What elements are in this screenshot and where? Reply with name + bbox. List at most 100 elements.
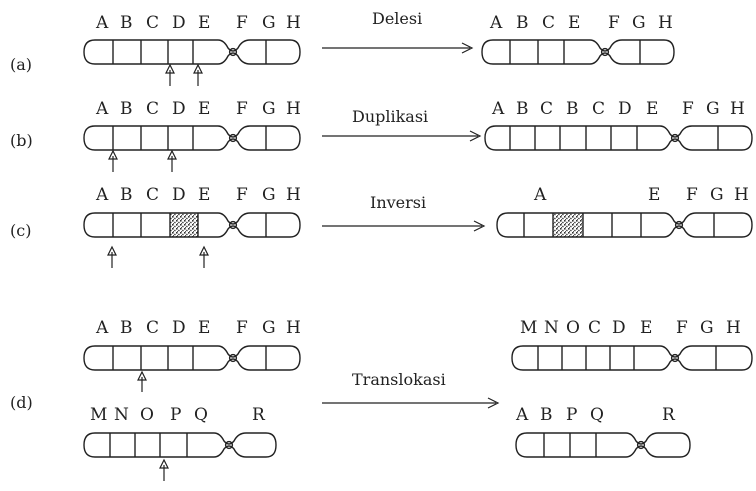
gene-label: D <box>618 99 632 119</box>
gene-label: H <box>286 318 301 338</box>
gene-label: M <box>520 318 537 338</box>
row-a-after-genes: A B C E F G H <box>489 13 673 33</box>
gene-label: E <box>198 318 210 338</box>
gene-label: C <box>540 99 553 119</box>
gene-label: G <box>710 185 724 205</box>
gene-label: H <box>286 99 301 119</box>
gene-label: F <box>236 99 248 119</box>
break-point-arrows-c <box>107 245 209 268</box>
operation-label-duplikasi: Duplikasi <box>352 107 428 126</box>
gene-label: A <box>533 185 547 205</box>
gene-label: F <box>686 185 698 205</box>
gene-label: G <box>632 13 646 33</box>
gene-label: H <box>730 99 745 119</box>
row-d-after-top-genes: M N O C D E F G H <box>520 318 741 338</box>
gene-label: P <box>170 405 181 425</box>
gene-label: A <box>95 13 109 33</box>
transform-arrow-c <box>322 220 486 232</box>
gene-label: D <box>612 318 626 338</box>
chromosome-a-after <box>481 39 675 65</box>
chromosome-c-after <box>496 212 753 238</box>
gene-label: F <box>236 318 248 338</box>
chromosome-d-before-top <box>83 345 301 371</box>
chromosome-c-before <box>83 212 301 238</box>
operation-label-inversi: Inversi <box>370 193 426 212</box>
chromosome-a-before <box>83 39 301 65</box>
operation-label-delesi: Delesi <box>372 9 422 28</box>
gene-label: F <box>608 13 620 33</box>
transform-arrow-b <box>322 130 482 142</box>
gene-label: C <box>146 185 159 205</box>
gene-label: O <box>566 318 580 338</box>
row-d-label: (d) <box>10 393 33 412</box>
gene-label: P <box>566 405 577 425</box>
gene-label: F <box>676 318 688 338</box>
break-point-arrows-b <box>108 149 177 172</box>
transform-arrow-d <box>322 397 500 409</box>
gene-label: E <box>198 185 210 205</box>
gene-label: D <box>172 185 186 205</box>
gene-label: C <box>592 99 605 119</box>
gene-label: E <box>198 13 210 33</box>
gene-label: B <box>120 185 133 205</box>
gene-label: A <box>95 318 109 338</box>
gene-label: Q <box>194 405 208 425</box>
gene-label: H <box>726 318 741 338</box>
row-b-label: (b) <box>10 131 33 150</box>
row-a-label: (a) <box>10 55 32 74</box>
gene-label: G <box>262 99 276 119</box>
chromosome-d-after-top <box>511 345 753 371</box>
gene-label: A <box>95 185 109 205</box>
gene-label: G <box>262 13 276 33</box>
gene-label: O <box>140 405 154 425</box>
gene-label: G <box>262 318 276 338</box>
gene-label: F <box>236 185 248 205</box>
gene-label: B <box>566 99 579 119</box>
gene-label: E <box>568 13 580 33</box>
gene-label: C <box>146 99 159 119</box>
gene-label: F <box>682 99 694 119</box>
gene-label: Q <box>590 405 604 425</box>
gene-label: B <box>120 99 133 119</box>
chromosome-d-before-bottom <box>83 432 277 458</box>
row-c-after-genes: A E F G H <box>533 185 749 205</box>
operation-label-translokasi: Translokasi <box>352 370 446 389</box>
gene-label: E <box>646 99 658 119</box>
row-c-before-genes: A B C D E F G H <box>95 185 301 205</box>
gene-label: R <box>662 405 676 425</box>
gene-label: D <box>172 318 186 338</box>
gene-label: C <box>146 318 159 338</box>
row-a-before-genes: A B C D E F G H <box>95 13 301 33</box>
row-b-before-genes: A B C D E F G H <box>95 99 301 119</box>
gene-label: B <box>516 13 529 33</box>
gene-label: B <box>120 318 133 338</box>
gene-label: E <box>198 99 210 119</box>
gene-label: H <box>286 185 301 205</box>
gene-label: H <box>286 13 301 33</box>
row-b-after-genes: A B C B C D E F G H <box>491 99 745 119</box>
gene-label: G <box>700 318 714 338</box>
gene-label: H <box>734 185 749 205</box>
break-point-arrow-d-top <box>137 370 147 392</box>
chromosome-d-after-bottom <box>515 432 691 458</box>
row-d-after-bottom-genes: A B P Q R <box>515 405 676 425</box>
gene-label: B <box>120 13 133 33</box>
gene-label: B <box>516 99 529 119</box>
gene-label: D <box>172 99 186 119</box>
row-d-before-top-genes: A B C D E F G H <box>95 318 301 338</box>
gene-label: G <box>262 185 276 205</box>
gene-label: C <box>588 318 601 338</box>
row-d-before-bottom-genes: M N O P Q R <box>90 405 266 425</box>
gene-label: C <box>146 13 159 33</box>
gene-label: A <box>95 99 109 119</box>
row-c-label: (c) <box>10 221 31 240</box>
chromosome-b-before <box>83 125 301 151</box>
break-point-arrows-a <box>165 63 203 86</box>
gene-label: N <box>544 318 559 338</box>
gene-label: G <box>706 99 720 119</box>
gene-label: A <box>489 13 503 33</box>
gene-label: E <box>640 318 652 338</box>
inverted-segment-marker <box>170 213 198 237</box>
gene-label: M <box>90 405 107 425</box>
